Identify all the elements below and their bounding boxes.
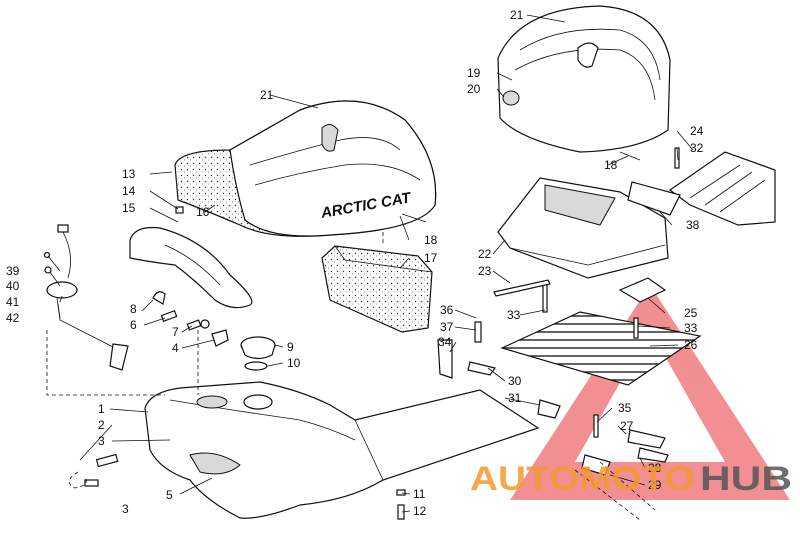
callout-17: 17 (424, 251, 438, 265)
strap-18a (401, 213, 427, 223)
rear-seat (497, 5, 671, 153)
callout-1: 1 (98, 402, 105, 416)
callout-35: 35 (618, 401, 632, 415)
callout-33b: 33 (684, 321, 698, 335)
watermark-logo: AUTOMOTO HUB (470, 460, 792, 498)
fuel-tank (144, 381, 540, 519)
callout-30: 30 (508, 374, 522, 388)
callout-6: 6 (130, 318, 137, 332)
callout-11: 11 (413, 487, 426, 501)
callout-13: 13 (122, 167, 136, 181)
watermark-text-left: AUTOMOTO (470, 460, 695, 498)
callout-33a: 33 (507, 308, 521, 322)
callout-37: 37 (440, 320, 454, 334)
callout-labels: 1 2 3 3 4 5 6 7 8 9 10 11 12 13 14 15 16… (6, 8, 704, 518)
callout-23: 23 (478, 264, 492, 278)
callout-42: 42 (6, 311, 20, 325)
fuel-sender (43, 224, 129, 371)
leader-lines (46, 14, 694, 513)
callout-40: 40 (6, 279, 20, 293)
plate-38 (627, 181, 681, 216)
storage-tray (497, 177, 669, 279)
clip-14 (175, 206, 184, 214)
callout-20: 20 (467, 82, 481, 96)
callout-39: 39 (6, 264, 20, 278)
callout-25: 25 (684, 306, 698, 320)
small-hardware (68, 147, 680, 521)
strap-18b (619, 151, 641, 161)
callout-36: 36 (440, 303, 454, 317)
callout-32: 32 (690, 141, 704, 155)
fuel-cap (240, 336, 276, 371)
callout-38: 38 (686, 218, 700, 232)
callout-7: 7 (172, 325, 179, 339)
callout-27: 27 (620, 419, 634, 433)
callout-29: 29 (648, 478, 662, 492)
callout-14: 14 (122, 184, 136, 198)
callout-18a: 18 (424, 233, 438, 247)
seat-side-panel (129, 226, 253, 309)
callout-3b: 3 (122, 502, 129, 516)
callout-41: 41 (6, 295, 20, 309)
callout-18b: 18 (604, 158, 618, 172)
callout-34: 34 (438, 335, 452, 349)
front-seat: ARCTIC CAT (174, 100, 437, 237)
strap-23 (493, 279, 551, 297)
callout-24: 24 (690, 124, 704, 138)
callout-31: 31 (508, 391, 522, 405)
rear-rack (668, 151, 776, 226)
callout-21a: 21 (510, 8, 524, 22)
callout-28: 28 (648, 461, 662, 475)
callout-15: 15 (122, 201, 136, 215)
foam-block (321, 245, 433, 333)
callout-22: 22 (478, 247, 492, 261)
rubber-mat (500, 311, 702, 386)
callout-21b: 21 (260, 88, 274, 102)
callout-16: 16 (196, 205, 210, 219)
bracket-25 (618, 277, 667, 303)
callout-5: 5 (166, 488, 173, 502)
callout-3: 3 (98, 434, 105, 448)
callout-4: 4 (172, 341, 179, 355)
callout-8: 8 (130, 302, 137, 316)
callout-9: 9 (287, 340, 294, 354)
callout-12: 12 (413, 504, 427, 518)
watermark-text-right: HUB (700, 460, 792, 498)
callout-10: 10 (287, 356, 301, 370)
callout-2: 2 (98, 418, 105, 432)
callout-26: 26 (684, 338, 698, 352)
callout-19: 19 (467, 66, 481, 80)
